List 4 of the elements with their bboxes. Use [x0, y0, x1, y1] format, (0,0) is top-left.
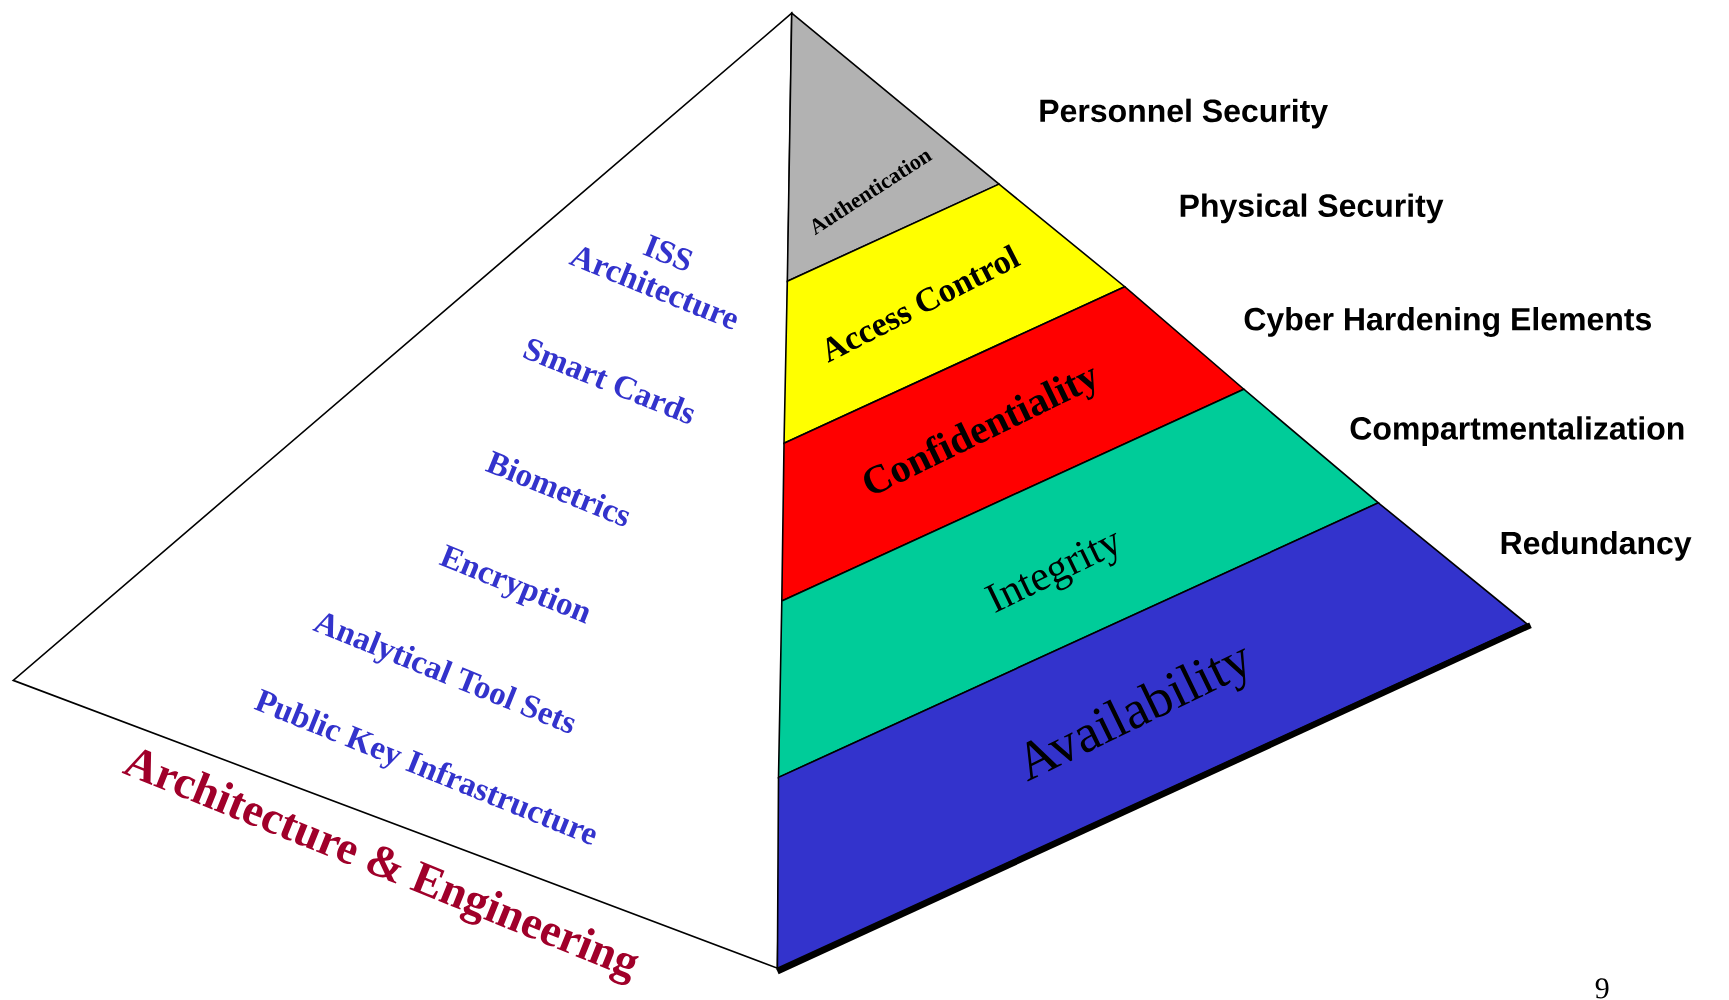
layer-label: Cyber Hardening Elements: [1244, 306, 1651, 337]
page-number: 9: [1595, 978, 1609, 999]
layer-label: Personnel Security: [1040, 98, 1328, 129]
layer-label: Physical Security: [1180, 193, 1444, 224]
